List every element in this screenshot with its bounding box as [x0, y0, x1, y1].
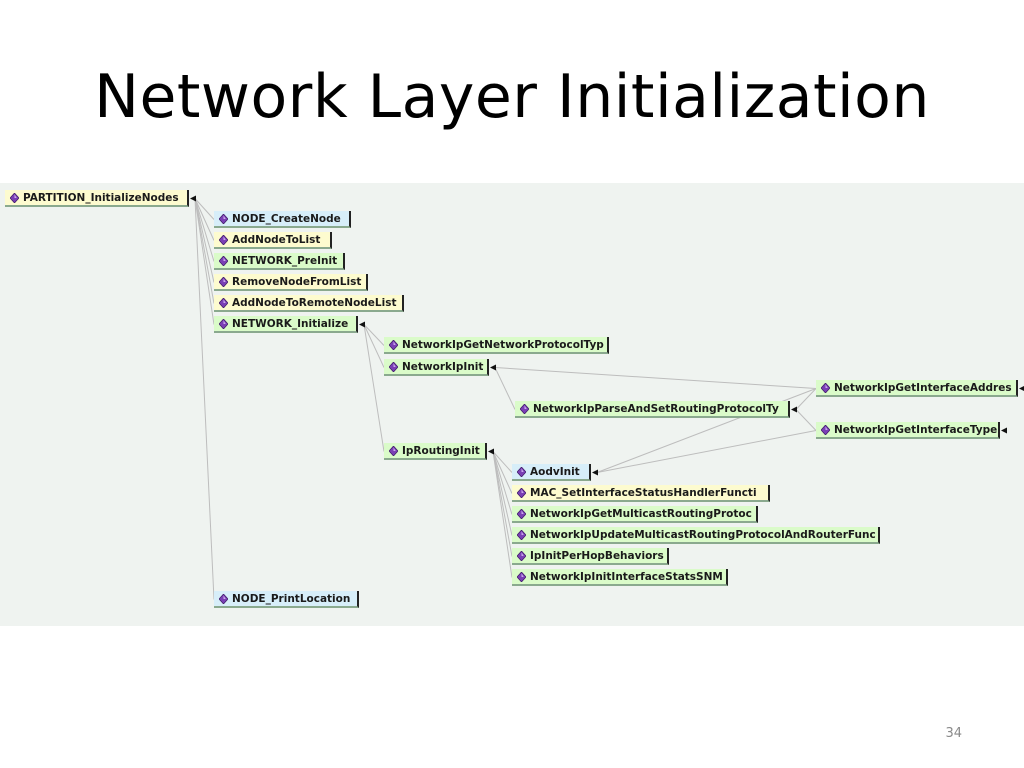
call-edge: [194, 198, 215, 262]
call-graph-diagram: PARTITION_InitializeNodes NODE_CreateNod…: [0, 183, 1024, 626]
diamond-node-icon: [821, 425, 830, 435]
node-add-node-to-list[interactable]: AddNodeToList: [214, 232, 332, 249]
arrow-marker-icon: [359, 321, 365, 328]
diamond-node-icon: [517, 467, 526, 477]
node-label: AddNodeToRemoteNodeList: [232, 297, 397, 309]
diamond-node-icon: [517, 551, 526, 561]
diamond-node-icon: [520, 404, 529, 414]
node-label: NODE_CreateNode: [232, 213, 341, 225]
page-number: 34: [945, 726, 962, 741]
node-label: NetworkIpParseAndSetRoutingProtocolTy: [533, 403, 779, 415]
node-get-network-protocol-type[interactable]: NetworkIpGetNetworkProtocolTyp: [384, 337, 609, 354]
node-get-multicast-routing-protocol[interactable]: NetworkIpGetMulticastRoutingProtoc: [512, 506, 758, 523]
arrow-marker-icon: [490, 364, 496, 371]
node-label: NetworkIpGetNetworkProtocolTyp: [402, 339, 604, 351]
node-label: IpInitPerHopBehaviors: [530, 550, 664, 562]
call-edge: [494, 367, 817, 389]
node-get-interface-address[interactable]: NetworkIpGetInterfaceAddres: [816, 380, 1018, 397]
node-init-interface-stats[interactable]: NetworkIpInitInterfaceStatsSNM: [512, 569, 728, 586]
arrow-marker-icon: [1001, 427, 1007, 434]
diamond-node-icon: [389, 446, 398, 456]
node-label: NETWORK_Initialize: [232, 318, 349, 330]
call-edge: [492, 451, 513, 473]
call-edge: [363, 324, 385, 368]
diamond-node-icon: [219, 319, 228, 329]
call-edge: [194, 198, 215, 220]
arrow-marker-icon: [1019, 386, 1024, 391]
diamond-node-icon: [517, 530, 526, 540]
call-edge: [492, 451, 513, 536]
call-edge: [194, 198, 215, 241]
diamond-node-icon: [821, 383, 830, 393]
node-get-interface-type[interactable]: NetworkIpGetInterfaceType: [816, 422, 1000, 439]
node-label: NetworkIpInitInterfaceStatsSNM: [530, 571, 723, 583]
diamond-node-icon: [219, 298, 228, 308]
node-partition-initialize-nodes[interactable]: PARTITION_InitializeNodes: [5, 190, 189, 207]
call-edge: [363, 324, 385, 346]
diamond-node-icon: [389, 362, 398, 372]
node-label: NetworkIpInit: [402, 361, 484, 373]
call-edge: [194, 198, 215, 283]
node-network-initialize[interactable]: NETWORK_Initialize: [214, 316, 358, 333]
call-edge: [194, 198, 215, 304]
node-label: NETWORK_PreInit: [232, 255, 338, 267]
call-graph-links: [190, 195, 1024, 600]
call-edge: [194, 198, 215, 325]
node-remove-node-from-list[interactable]: RemoveNodeFromList: [214, 274, 368, 291]
call-edge: [492, 451, 513, 578]
node-label: AddNodeToList: [232, 234, 321, 246]
call-edge: [492, 451, 513, 557]
diamond-node-icon: [517, 572, 526, 582]
diamond-node-icon: [219, 256, 228, 266]
call-edge: [795, 409, 817, 431]
node-network-preinit[interactable]: NETWORK_PreInit: [214, 253, 345, 270]
call-edge: [492, 451, 513, 494]
arrow-marker-icon: [592, 469, 598, 476]
call-edge: [363, 324, 385, 452]
diamond-node-icon: [10, 193, 19, 203]
call-edge: [596, 430, 817, 473]
node-label: RemoveNodeFromList: [232, 276, 362, 288]
call-edge: [194, 198, 215, 600]
diamond-node-icon: [389, 340, 398, 350]
call-edge: [492, 451, 513, 515]
node-update-multicast-routing-protocol[interactable]: NetworkIpUpdateMulticastRoutingProtocolA…: [512, 527, 880, 544]
arrow-marker-icon: [190, 195, 196, 202]
diamond-node-icon: [219, 214, 228, 224]
node-label: MAC_SetInterfaceStatusHandlerFuncti: [530, 487, 757, 499]
node-label: NetworkIpGetInterfaceAddres: [834, 382, 1012, 394]
node-label: AodvInit: [530, 466, 580, 478]
node-aodv-init[interactable]: AodvInit: [512, 464, 591, 481]
diamond-node-icon: [219, 235, 228, 245]
arrow-marker-icon: [791, 406, 797, 413]
node-label: NetworkIpGetMulticastRoutingProtoc: [530, 508, 752, 520]
node-mac-set-interface-status-handler[interactable]: MAC_SetInterfaceStatusHandlerFuncti: [512, 485, 770, 502]
diamond-node-icon: [219, 594, 228, 604]
node-label: NetworkIpUpdateMulticastRoutingProtocolA…: [530, 529, 876, 541]
diamond-node-icon: [219, 277, 228, 287]
diamond-node-icon: [517, 509, 526, 519]
call-edge: [795, 388, 817, 410]
arrow-marker-icon: [488, 448, 494, 455]
diamond-node-icon: [517, 488, 526, 498]
node-ip-routing-init[interactable]: IpRoutingInit: [384, 443, 487, 460]
node-label: PARTITION_InitializeNodes: [23, 192, 179, 204]
node-label: NODE_PrintLocation: [232, 593, 351, 605]
node-parse-and-set-routing-protocol[interactable]: NetworkIpParseAndSetRoutingProtocolTy: [515, 401, 790, 418]
node-create-node[interactable]: NODE_CreateNode: [214, 211, 351, 228]
node-add-node-to-remote-node-list[interactable]: AddNodeToRemoteNodeList: [214, 295, 404, 312]
node-label: IpRoutingInit: [402, 445, 480, 457]
node-print-location[interactable]: NODE_PrintLocation: [214, 591, 359, 608]
slide-title: Network Layer Initialization: [94, 62, 930, 132]
call-edge: [494, 367, 516, 410]
node-network-ip-init[interactable]: NetworkIpInit: [384, 359, 489, 376]
node-label: NetworkIpGetInterfaceType: [834, 424, 998, 436]
node-init-per-hop-behaviors[interactable]: IpInitPerHopBehaviors: [512, 548, 669, 565]
